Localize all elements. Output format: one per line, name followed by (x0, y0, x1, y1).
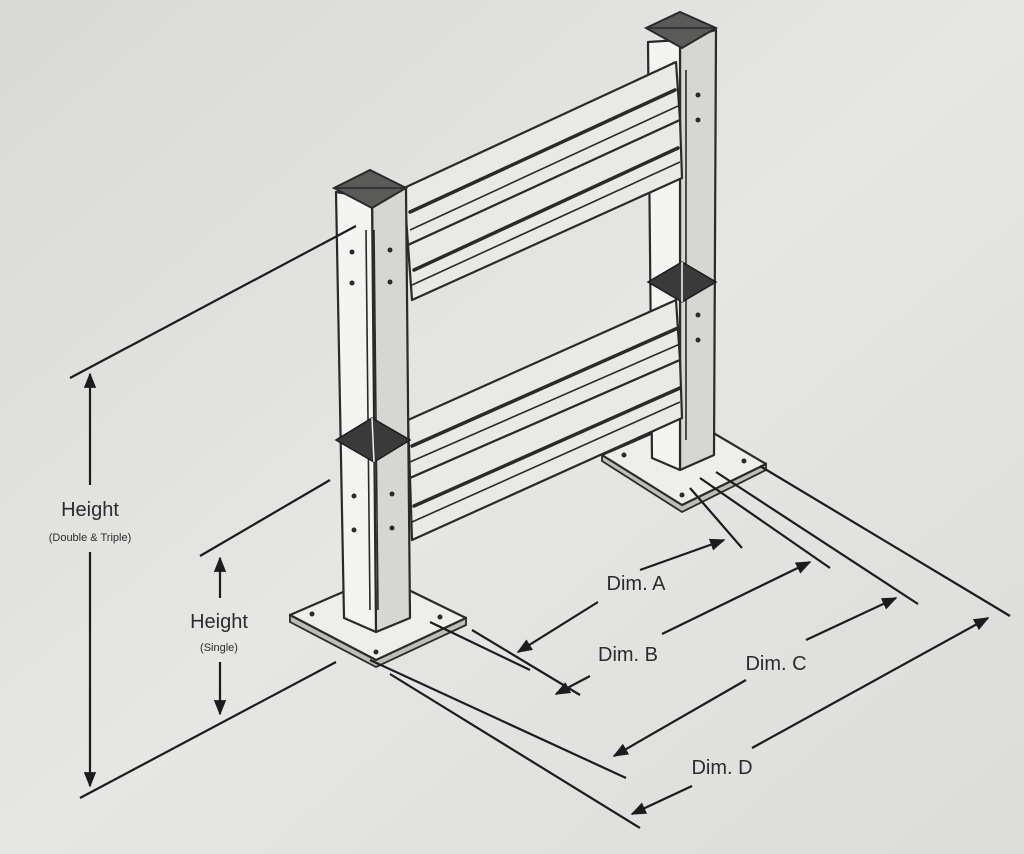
dim-b-arrows (554, 561, 812, 695)
depth-extension-lines (369, 465, 1011, 829)
front-rail-clip (334, 417, 412, 463)
dim-b-label: Dim. B (598, 644, 658, 666)
dim-a-label: Dim. A (607, 573, 667, 595)
height-double-triple-note: (Double & Triple) (49, 532, 132, 544)
height-single-note: (Single) (200, 642, 238, 654)
dim-a-arrows (516, 538, 726, 653)
front-post (288, 168, 468, 669)
back-rail-clip (646, 261, 718, 303)
lower-rail-pair (406, 298, 684, 542)
height-single-label: Height (190, 611, 248, 633)
height-double-triple-dimension (69, 225, 357, 799)
dim-c-arrows (612, 597, 898, 757)
height-double-triple-label: Height (61, 499, 119, 521)
dim-c-label: Dim. C (745, 653, 806, 675)
dim-d-label: Dim. D (691, 757, 752, 779)
height-single-dimension (199, 479, 331, 716)
upper-rail-pair (402, 60, 684, 302)
dim-d-arrows (630, 617, 990, 815)
